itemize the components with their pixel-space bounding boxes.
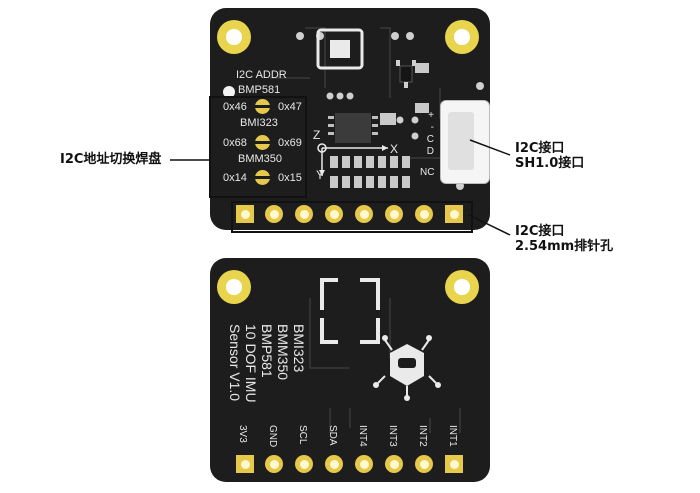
jumper-highlight-box xyxy=(209,96,307,198)
connector-pin-label: D xyxy=(426,146,434,157)
solder-jumper-2 xyxy=(255,135,270,150)
sensor-name-bmp581: BMP581 xyxy=(238,84,281,96)
header-pad xyxy=(445,455,463,473)
header-pad xyxy=(295,455,313,473)
callout-header-line2: 2.54mm排针孔 xyxy=(515,239,614,254)
header-pad xyxy=(385,205,403,223)
axis-x-label: X xyxy=(390,142,399,156)
connector-nc-label: NC xyxy=(420,167,435,178)
product-line-imu: 10 DOF IMU xyxy=(243,324,259,403)
header-pad xyxy=(236,455,254,473)
addr-right-bmp581: 0x47 xyxy=(278,101,302,113)
callout-sh-connector: I2C接口 SH1.0接口 xyxy=(515,141,584,171)
pin-label: INT2 xyxy=(417,425,428,447)
axis-z-label: Z xyxy=(313,128,321,142)
header-pad xyxy=(445,205,463,223)
addr-right-bmm350: 0x15 xyxy=(278,172,302,184)
callout-header-line1: I2C接口 xyxy=(515,224,565,239)
header-pad xyxy=(355,205,373,223)
addr-left-bmp581: 0x46 xyxy=(223,101,247,113)
connector-pin-label: + xyxy=(428,110,434,121)
header-pad xyxy=(265,455,283,473)
header-pad xyxy=(295,205,313,223)
sensor-name-bmm350: BMM350 xyxy=(238,153,283,165)
i2c-addr-title: I2C ADDR xyxy=(236,69,287,81)
header-pad xyxy=(325,205,343,223)
pin-label: 3V3 xyxy=(237,425,248,443)
pin-label: SCL xyxy=(297,425,308,445)
header-pad xyxy=(325,455,343,473)
product-line-bmm350: BMM350 xyxy=(275,324,291,381)
mounting-hole-bottom-right xyxy=(445,270,479,304)
mounting-hole-bottom-left xyxy=(217,270,251,304)
product-line-sensor: Sensor V1.0 xyxy=(227,324,243,402)
solder-jumper-1 xyxy=(255,99,270,114)
mounting-hole-top-left xyxy=(217,20,251,54)
addr-left-bmi323: 0x68 xyxy=(223,137,247,149)
callout-sh-line2: SH1.0接口 xyxy=(515,156,585,171)
header-pad xyxy=(265,205,283,223)
addr-left-bmm350: 0x14 xyxy=(223,172,247,184)
pin-label: INT1 xyxy=(447,425,458,447)
header-pad xyxy=(355,455,373,473)
mounting-hole-top-right xyxy=(445,20,479,54)
bmp581-pad-dot xyxy=(223,86,235,98)
pin-label: INT4 xyxy=(357,425,368,447)
header-pad xyxy=(415,455,433,473)
product-line-bmi323: BMI323 xyxy=(291,324,307,373)
solder-jumper-3 xyxy=(255,170,270,185)
product-line-bmp581: BMP581 xyxy=(259,324,275,378)
header-pad xyxy=(236,205,254,223)
addr-right-bmi323: 0x69 xyxy=(278,137,302,149)
callout-sh-line1: I2C接口 xyxy=(515,141,565,156)
top-board-traces xyxy=(270,27,484,190)
callout-solder-jumper: I2C地址切换焊盘 xyxy=(60,152,162,167)
connector-pin-labels: + - C D xyxy=(420,110,434,158)
sensor-name-bmi323: BMI323 xyxy=(240,117,278,129)
axis-y-label: Y xyxy=(316,168,325,182)
pin-label: GND xyxy=(267,425,278,448)
connector-pin-label: C xyxy=(426,134,434,145)
bottom-pcb-board xyxy=(210,258,490,482)
pin-label: INT3 xyxy=(387,425,398,447)
bottom-board-art xyxy=(309,278,461,433)
pin-label: SDA xyxy=(327,425,338,446)
connector-pin-label: - xyxy=(430,122,434,133)
sh1-connector-slot xyxy=(448,112,474,170)
header-pad xyxy=(415,205,433,223)
header-pad xyxy=(385,455,403,473)
callout-header: I2C接口 2.54mm排针孔 xyxy=(515,224,613,254)
